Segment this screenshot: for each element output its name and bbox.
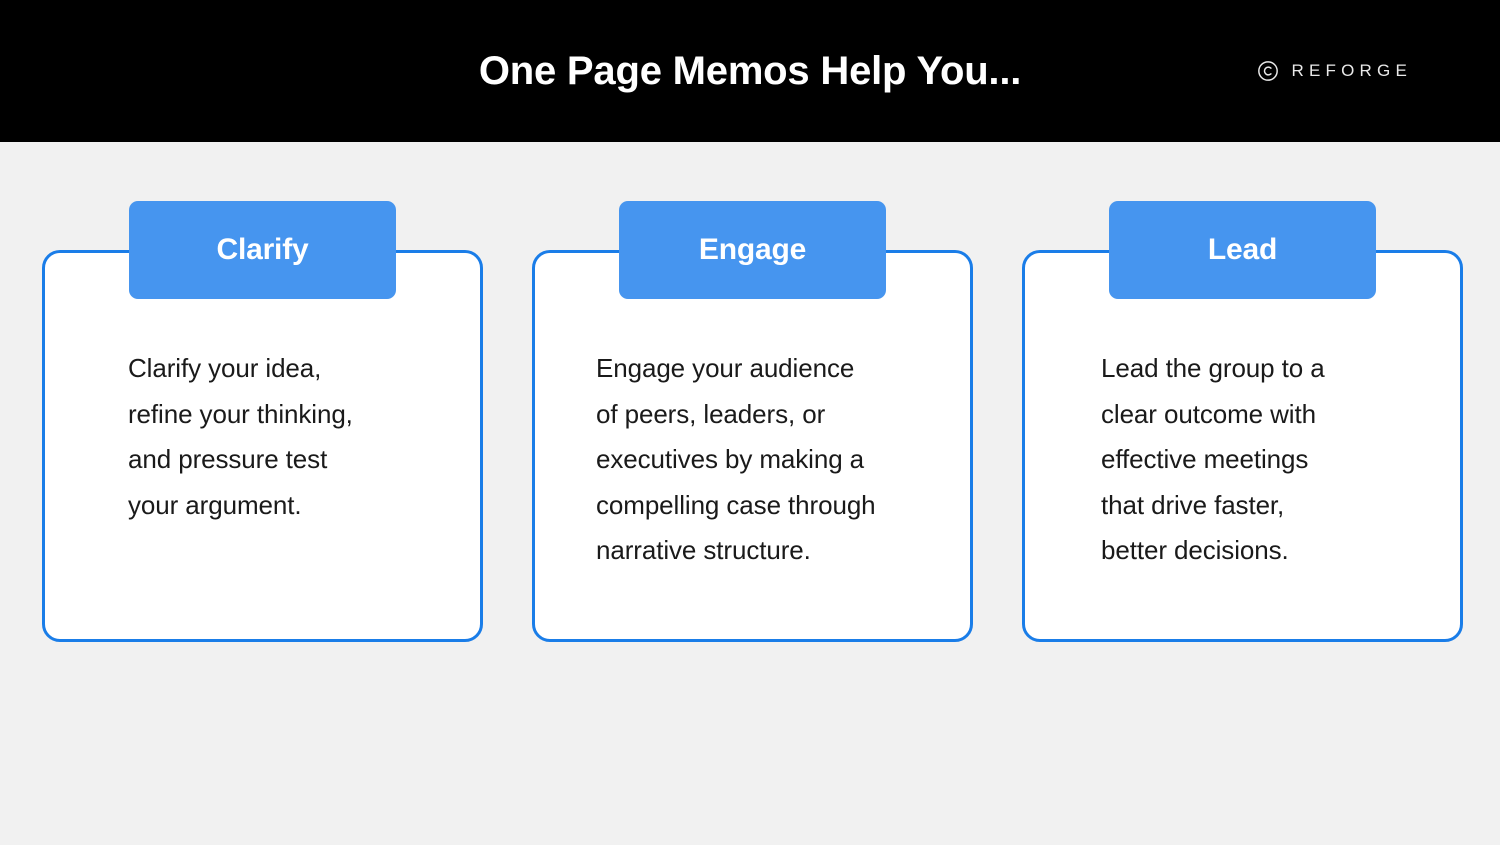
card-description: Engage your audience of peers, leaders, … bbox=[596, 353, 876, 565]
card-outline bbox=[1022, 250, 1463, 642]
card-description: Clarify your idea, refine your thinking,… bbox=[128, 353, 353, 520]
card-body: Engage your audience of peers, leaders, … bbox=[532, 250, 973, 642]
card-tab[interactable]: Lead bbox=[1109, 201, 1376, 299]
card-body: Clarify your idea, refine your thinking,… bbox=[42, 250, 483, 642]
brand-logo: REFORGE bbox=[1257, 0, 1412, 142]
card-lead[interactable]: Lead the group to a clear outcome with e… bbox=[1022, 201, 1463, 642]
brand-name: REFORGE bbox=[1291, 61, 1412, 80]
card-description: Lead the group to a clear outcome with e… bbox=[1101, 353, 1325, 565]
card-body: Lead the group to a clear outcome with e… bbox=[1022, 250, 1463, 642]
circled-c-icon bbox=[1257, 60, 1279, 82]
card-tab[interactable]: Engage bbox=[619, 201, 886, 299]
card-tab-label: Lead bbox=[1207, 233, 1278, 266]
card-tab[interactable]: Clarify bbox=[129, 201, 396, 299]
page-title: One Page Memos Help You... bbox=[478, 48, 1022, 93]
card-tab-label: Clarify bbox=[216, 233, 309, 266]
card-tab-label: Engage bbox=[698, 233, 807, 266]
card-outline bbox=[532, 250, 973, 642]
header-bar: One Page Memos Help You... REFORGE bbox=[0, 0, 1500, 142]
card-engage[interactable]: Engage your audience of peers, leaders, … bbox=[532, 201, 973, 642]
cards-row: Clarify your idea, refine your thinking,… bbox=[0, 142, 1500, 845]
card-clarify[interactable]: Clarify your idea, refine your thinking,… bbox=[42, 201, 483, 642]
card-outline bbox=[42, 250, 483, 642]
